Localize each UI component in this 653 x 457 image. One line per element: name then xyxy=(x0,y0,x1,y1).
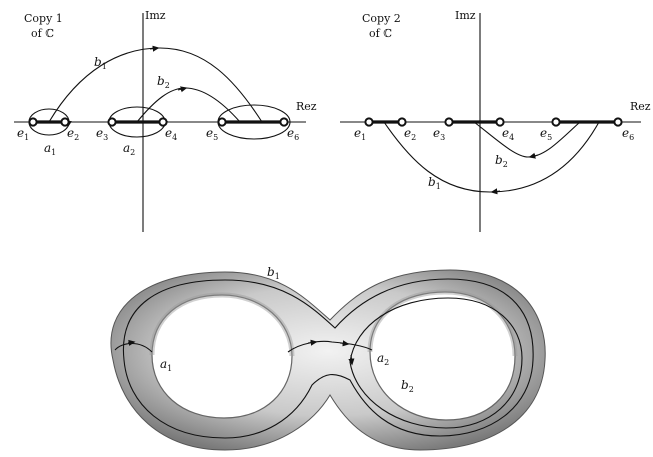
surface-right-hole xyxy=(369,291,516,421)
copy2-cycle-b2 xyxy=(473,121,581,158)
surface-right-hole-shade xyxy=(367,289,518,357)
copy1-label-e4: e4 xyxy=(165,126,177,142)
copy2-point-e5 xyxy=(551,117,561,127)
copy2-point-e2 xyxy=(397,117,407,127)
copy1-axis-re-label: Rez xyxy=(296,100,317,113)
copy1-point-e1 xyxy=(28,117,38,127)
copy1-panel: Copy 1 of ℂ Imz Rez e1 e2 e3 e4 e5 xyxy=(14,9,317,232)
copy2-point-e6 xyxy=(613,117,623,127)
copy2-title-line1: Copy 2 xyxy=(362,12,401,25)
copy2-axis-im-label: Imz xyxy=(455,9,476,22)
surface-cycle-a2 xyxy=(287,340,373,353)
copy2-label-e4: e4 xyxy=(502,126,514,142)
copy1-label-b2: b2 xyxy=(157,74,170,90)
copy1-cycle-b2-arrow xyxy=(177,86,188,93)
copy1-label-e3: e3 xyxy=(96,126,108,142)
copy1-label-e2: e2 xyxy=(67,126,79,142)
copy1-label-a1: a1 xyxy=(44,141,56,157)
copy2-label-e6: e6 xyxy=(622,126,634,142)
copy2-cycle-b1-arrow xyxy=(490,188,501,195)
copy1-title-line1: Copy 1 xyxy=(24,12,63,25)
copy2-label-b2: b2 xyxy=(495,153,508,169)
surface-left-hole-shade xyxy=(149,292,295,357)
copy1-point-e5 xyxy=(217,117,227,127)
copy1-cycle-b2 xyxy=(136,87,241,123)
copy1-point-e3 xyxy=(107,117,117,127)
copy2-cycle-b2-arrow xyxy=(528,152,539,159)
surface-left-hole xyxy=(151,294,293,419)
copy1-label-e6: e6 xyxy=(287,126,299,142)
copy1-point-e6 xyxy=(279,117,289,127)
surface-cycle-b1 xyxy=(122,278,534,439)
surface-cycle-a1-arrow xyxy=(127,339,136,346)
genus-two-surface: a1 a2 b1 b2 xyxy=(100,253,560,455)
copy2-point-e3 xyxy=(444,117,454,127)
copy1-cycle-b1-arrow xyxy=(149,45,160,52)
copy2-label-e2: e2 xyxy=(404,126,416,142)
copy2-title-line2: of ℂ xyxy=(369,27,392,40)
copy1-cycle-b1 xyxy=(48,47,263,123)
copy2-cycle-b1 xyxy=(383,121,600,193)
copy1-title-line2: of ℂ xyxy=(31,27,54,40)
surface-cycle-a2-arrow xyxy=(307,339,318,346)
copy2-label-b1: b1 xyxy=(428,175,441,191)
copy2-point-e4 xyxy=(495,117,505,127)
copy2-label-e5: e5 xyxy=(540,126,552,142)
copy1-point-e2 xyxy=(60,117,70,127)
copy2-label-e3: e3 xyxy=(433,126,445,142)
copy2-label-e1: e1 xyxy=(354,126,366,142)
copy2-point-e1 xyxy=(364,117,374,127)
copy1-point-e4 xyxy=(158,117,168,127)
copy1-label-e5: e5 xyxy=(206,126,218,142)
surface-cycle-b2 xyxy=(349,297,523,429)
surface-cycle-a2-arrow-2 xyxy=(339,340,350,347)
copy1-axis-im-label: Imz xyxy=(145,9,166,22)
copy1-label-e1: e1 xyxy=(17,126,29,142)
copy1-label-a2: a2 xyxy=(123,141,135,157)
copy1-label-b1: b1 xyxy=(94,55,107,71)
copy2-panel: Copy 2 of ℂ Imz Rez e1 e2 e3 e4 e5 e6 b1… xyxy=(340,9,651,232)
copy2-axis-re-label: Rez xyxy=(630,100,651,113)
surface-cycle-b2-arrow xyxy=(348,354,355,366)
